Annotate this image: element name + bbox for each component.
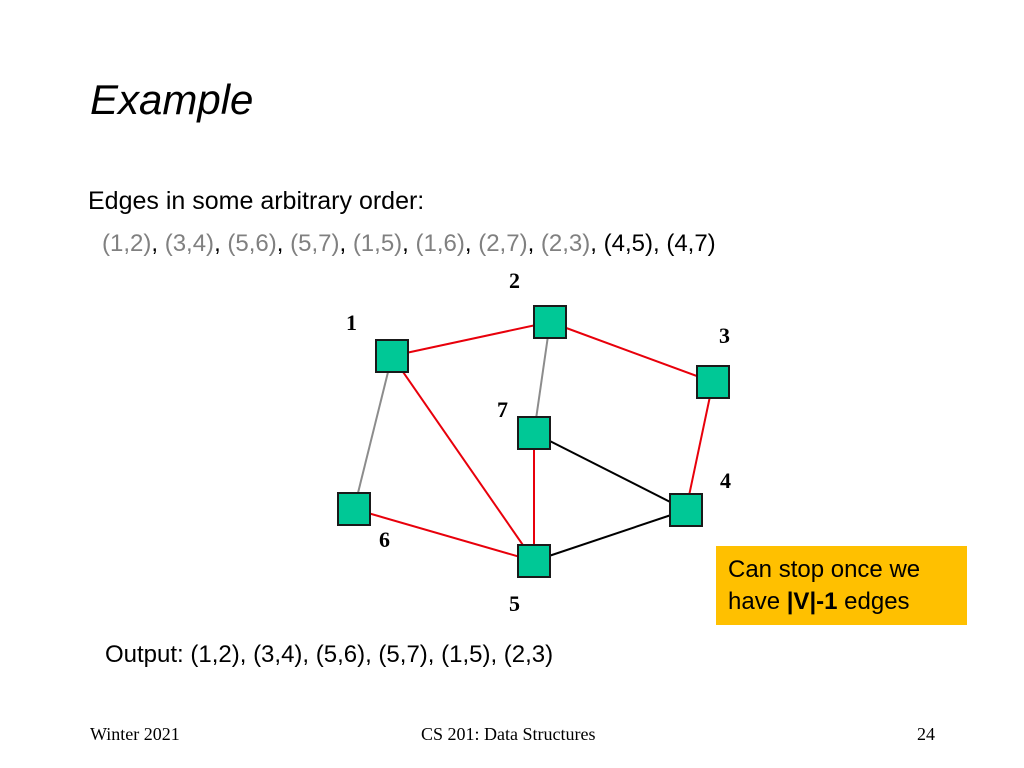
vertex-4: [669, 493, 703, 527]
edge-list-separator: ,: [652, 230, 667, 257]
edge-list-separator: ,: [527, 230, 541, 257]
footer-term: Winter 2021: [90, 724, 180, 744]
footer-course: CS 201: Data Structures: [421, 724, 596, 744]
footer-page-number: 24: [917, 724, 935, 744]
edge-list-separator: ,: [590, 230, 604, 257]
vertex-5: [517, 544, 551, 578]
edge-list-item: (1,6): [415, 230, 465, 257]
output-line: Output: (1,2), (3,4), (5,6), (5,7), (1,5…: [105, 641, 554, 668]
labels-layer: 1 2 3 4 5 6 7: [346, 268, 731, 616]
vertex-label-6: 6: [379, 527, 390, 552]
edge-5-6: [353, 508, 535, 562]
note-bold: |V|-1: [786, 588, 838, 615]
note-box: Can stop once we have |V|-1 edges: [716, 546, 967, 625]
edge-2-7: [533, 321, 551, 434]
edge-list-separator: ,: [339, 230, 353, 257]
edge-list-item: (3,4): [164, 230, 215, 257]
vertex-2: [533, 305, 567, 339]
edge-list-separator: ,: [464, 230, 479, 257]
edge-list-separator: ,: [151, 230, 165, 257]
vertex-7: [517, 416, 551, 450]
edge-list-item: (5,7): [290, 230, 340, 257]
edge-4-7: [533, 432, 687, 511]
edge-1-6: [353, 355, 393, 510]
vertex-6: [337, 492, 371, 526]
edge-list-separator: ,: [402, 230, 416, 257]
edge-list-item: (1,2): [102, 230, 152, 257]
vertex-label-5: 5: [509, 591, 520, 616]
edge-list-item: (1,5): [352, 230, 403, 257]
vertex-3: [696, 365, 730, 399]
vertex-label-2: 2: [509, 268, 520, 293]
vertex-label-7: 7: [497, 397, 508, 422]
edge-list-item: (2,3): [540, 230, 591, 257]
edge-list-item: (5,6): [227, 230, 277, 257]
slide-title: Example: [90, 76, 254, 123]
note-line-2: have |V|-1 edges: [728, 586, 955, 618]
edge-1-5: [391, 355, 535, 562]
edge-2-3: [549, 321, 714, 383]
vertex-label-4: 4: [720, 468, 731, 493]
edge-list-separator: ,: [214, 230, 228, 257]
vertex-label-1: 1: [346, 310, 357, 335]
note-suffix: edges: [837, 588, 910, 615]
edge-4-5: [533, 509, 687, 562]
note-prefix: have: [728, 588, 787, 615]
edge-list-separator: ,: [276, 230, 291, 257]
edge-1-2: [391, 321, 551, 357]
edge-list-item: (4,5): [603, 230, 653, 257]
note-line-1: Can stop once we: [728, 556, 921, 583]
edge-list-item: (4,7): [666, 230, 716, 257]
vertex-label-3: 3: [719, 323, 730, 348]
edges-layer: [353, 321, 714, 562]
edge-list-item: (2,7): [478, 230, 528, 257]
edge-list: (1,2), (3,4), (5,6), (5,7), (1,5), (1,6)…: [102, 230, 716, 258]
nodes-layer: [337, 305, 730, 578]
edges-heading: Edges in some arbitrary order:: [88, 187, 425, 215]
edge-3-4: [685, 381, 714, 511]
vertex-1: [375, 339, 409, 373]
